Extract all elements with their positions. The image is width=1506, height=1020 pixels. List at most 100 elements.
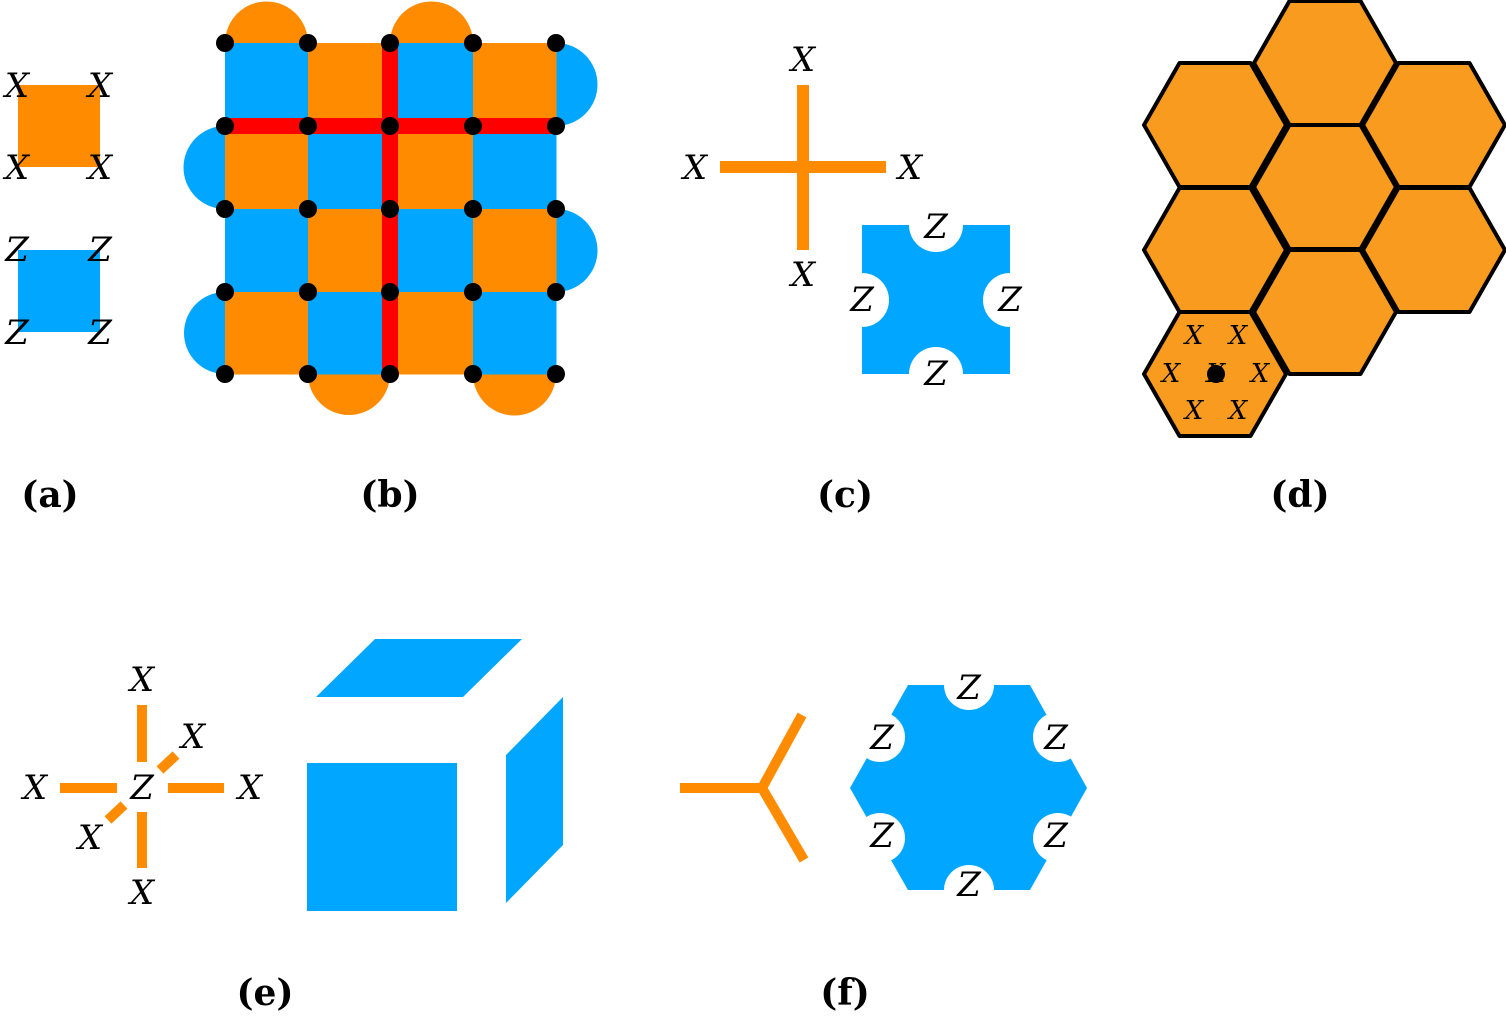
qubit-dot: [381, 117, 399, 135]
stabilizer-plaquette: [225, 126, 309, 210]
x-label: X: [1227, 321, 1249, 351]
boundary-stabilizer: [390, 1, 473, 44]
panel-c: X X X X Z Z Z Z: [680, 40, 1037, 401]
x-label: X: [178, 717, 207, 757]
notch: [835, 273, 889, 327]
x-label: X: [75, 818, 104, 858]
z-label: Z: [997, 280, 1023, 320]
center-vertex: [1207, 365, 1225, 383]
panel-f: Z Z Z Z Z Z: [680, 660, 1087, 915]
hexagon-cell: [1361, 186, 1506, 314]
hex-labels: X X X X X X X: [1160, 321, 1271, 426]
qubit-dot: [381, 365, 399, 383]
qubit-dot: [547, 283, 565, 301]
panel-b-surface-code: [183, 1, 598, 416]
z-label: Z: [87, 230, 113, 270]
z-label: Z: [4, 313, 30, 353]
stabilizer-plaquette: [473, 292, 557, 375]
stabilizer-plaquette: [390, 43, 474, 127]
stabilizer-plaquette: [473, 126, 557, 210]
stabilizer-plaquette: [225, 43, 309, 127]
qubit-dot: [464, 200, 482, 218]
x-label: X: [2, 148, 31, 188]
qubit-dot: [464, 365, 482, 383]
z-label: Z: [1043, 718, 1069, 758]
x-label: X: [680, 148, 709, 188]
x-label: X: [1249, 359, 1271, 389]
stabilizer-plaquette: [225, 209, 309, 293]
qubit-dot: [216, 283, 234, 301]
z-label: Z: [849, 280, 875, 320]
x-label: X: [235, 768, 264, 808]
boundary-stabilizer: [473, 374, 556, 416]
x-trivalent-star: [680, 712, 809, 863]
qubit-dot: [547, 200, 565, 218]
qubit-dot: [216, 117, 234, 135]
x-label: X: [85, 66, 114, 106]
caption-c: (c): [817, 474, 873, 516]
caption-b: (b): [360, 474, 419, 516]
x-label: X: [127, 660, 156, 700]
boundary-stabilizer: [556, 43, 598, 126]
x-label: X: [1183, 321, 1205, 351]
cube-side-face: [506, 697, 563, 903]
x-label: X: [2, 66, 31, 106]
qubit-dot: [547, 117, 565, 135]
caption-d: (d): [1270, 474, 1329, 516]
stabilizer-plaquette: [473, 43, 557, 127]
stabilizer-plaquette: [308, 43, 391, 127]
stabilizer-plaquette: [390, 126, 474, 210]
hexagon-cell: [1252, 248, 1398, 376]
z-stabilizer-square: [18, 250, 100, 332]
qubit-dot: [216, 200, 234, 218]
z-label: Z: [129, 768, 155, 808]
x-label: X: [1160, 359, 1182, 389]
qubit-dot: [464, 117, 482, 135]
qubit-dot: [216, 34, 234, 52]
z-label: Z: [869, 718, 895, 758]
cube-front-face: [307, 763, 457, 911]
z-hex-plaquette: [850, 685, 1087, 890]
z-label: Z: [923, 354, 949, 394]
qubit-dot: [299, 200, 317, 218]
z-label: Z: [1043, 816, 1069, 856]
qubit-dot: [216, 365, 234, 383]
qubit-dot: [299, 117, 317, 135]
qubit-dot: [464, 34, 482, 52]
panel-e: X X X X X X Z: [20, 639, 563, 913]
qubit-dot: [299, 283, 317, 301]
caption-e: (e): [237, 972, 294, 1014]
notch: [909, 347, 963, 401]
hexagon-cell: [1142, 61, 1288, 189]
cube-top-face: [316, 639, 522, 697]
qubit-dot: [381, 283, 399, 301]
z-label: Z: [956, 668, 982, 708]
boundary-stabilizer: [184, 292, 225, 374]
panel-d-hex-lattice: [1142, 0, 1506, 438]
boundary-stabilizer: [225, 1, 308, 44]
qubit-dot: [464, 283, 482, 301]
x-label: X: [1183, 396, 1205, 426]
x-label: X: [1227, 396, 1249, 426]
stabilizer-plaquette: [225, 292, 309, 375]
qubit-dot: [299, 365, 317, 383]
stabilizer-plaquette: [308, 126, 391, 210]
x-label: X: [85, 148, 114, 188]
qubit-dot: [299, 34, 317, 52]
z-label: Z: [869, 816, 895, 856]
stabilizer-plaquette: [308, 209, 391, 293]
x-label: X: [20, 768, 49, 808]
qubit-dot: [381, 34, 399, 52]
boundary-stabilizer: [308, 374, 390, 415]
panel-a: X X X X Z Z Z Z: [2, 66, 114, 353]
x-stabilizer-square: [18, 85, 100, 167]
x-label: X: [895, 148, 924, 188]
x-label: X: [127, 873, 156, 913]
notch: [909, 198, 963, 252]
x-label: X: [788, 40, 817, 80]
z-label: Z: [87, 313, 113, 353]
x-star-3d: [60, 705, 224, 868]
notches: [855, 660, 1083, 915]
z-label: Z: [923, 207, 949, 247]
